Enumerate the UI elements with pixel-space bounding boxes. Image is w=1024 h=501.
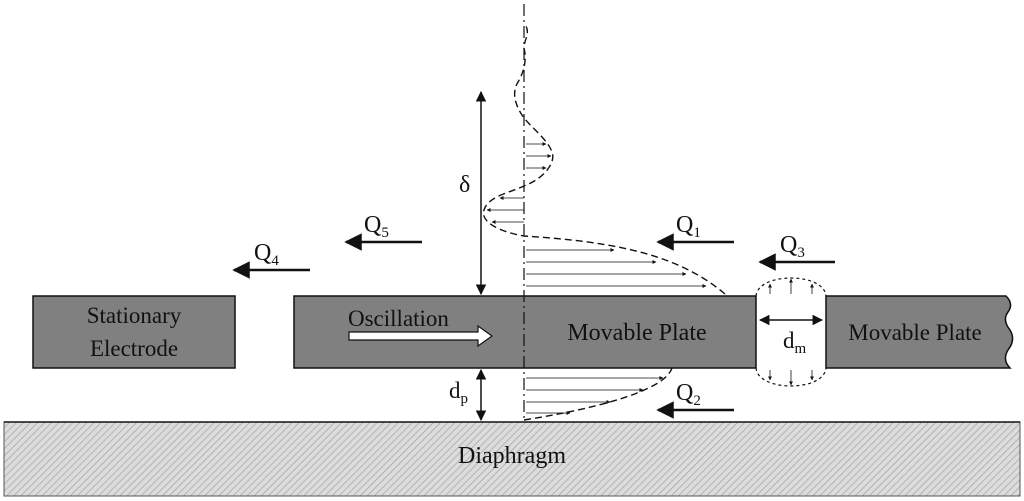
movable-plate-left-label: Movable Plate <box>567 320 706 346</box>
plate-gap: dm <box>755 277 827 387</box>
upper-velocity-profile <box>482 25 726 295</box>
delta-dimension: δ <box>459 90 487 296</box>
q1-label: Q1 <box>676 212 701 241</box>
diaphragm: Diaphragm <box>3 421 1021 497</box>
movable-plate-right: Movable Plate <box>825 295 1014 369</box>
stationary-electrode: Stationary Electrode <box>32 295 236 369</box>
q2-label: Q2 <box>676 380 701 409</box>
oscillation-arrow-icon <box>348 324 494 348</box>
flow-q3: Q3 <box>758 232 835 271</box>
lower-velocity-profile <box>523 367 673 421</box>
movable-plate-right-label: Movable Plate <box>848 320 982 345</box>
stationary-label-line1: Stationary <box>87 303 182 328</box>
stationary-label-line2: Electrode <box>90 336 178 361</box>
q4-label: Q4 <box>254 240 279 269</box>
oscillation-indicator: Oscillation <box>348 306 494 348</box>
dp-dimension: dp <box>449 368 487 422</box>
delta-label: δ <box>459 172 470 198</box>
dp-label: dp <box>449 378 468 407</box>
oscillation-label: Oscillation <box>348 306 449 331</box>
diaphragm-label: Diaphragm <box>458 443 566 469</box>
q3-label: Q3 <box>780 232 805 261</box>
flow-q2: Q2 <box>656 380 734 419</box>
dm-label: dm <box>783 328 807 357</box>
flow-q5: Q5 <box>344 212 422 251</box>
flow-q4: Q4 <box>232 240 310 279</box>
flow-q1: Q1 <box>656 212 734 251</box>
q5-label: Q5 <box>364 212 389 241</box>
